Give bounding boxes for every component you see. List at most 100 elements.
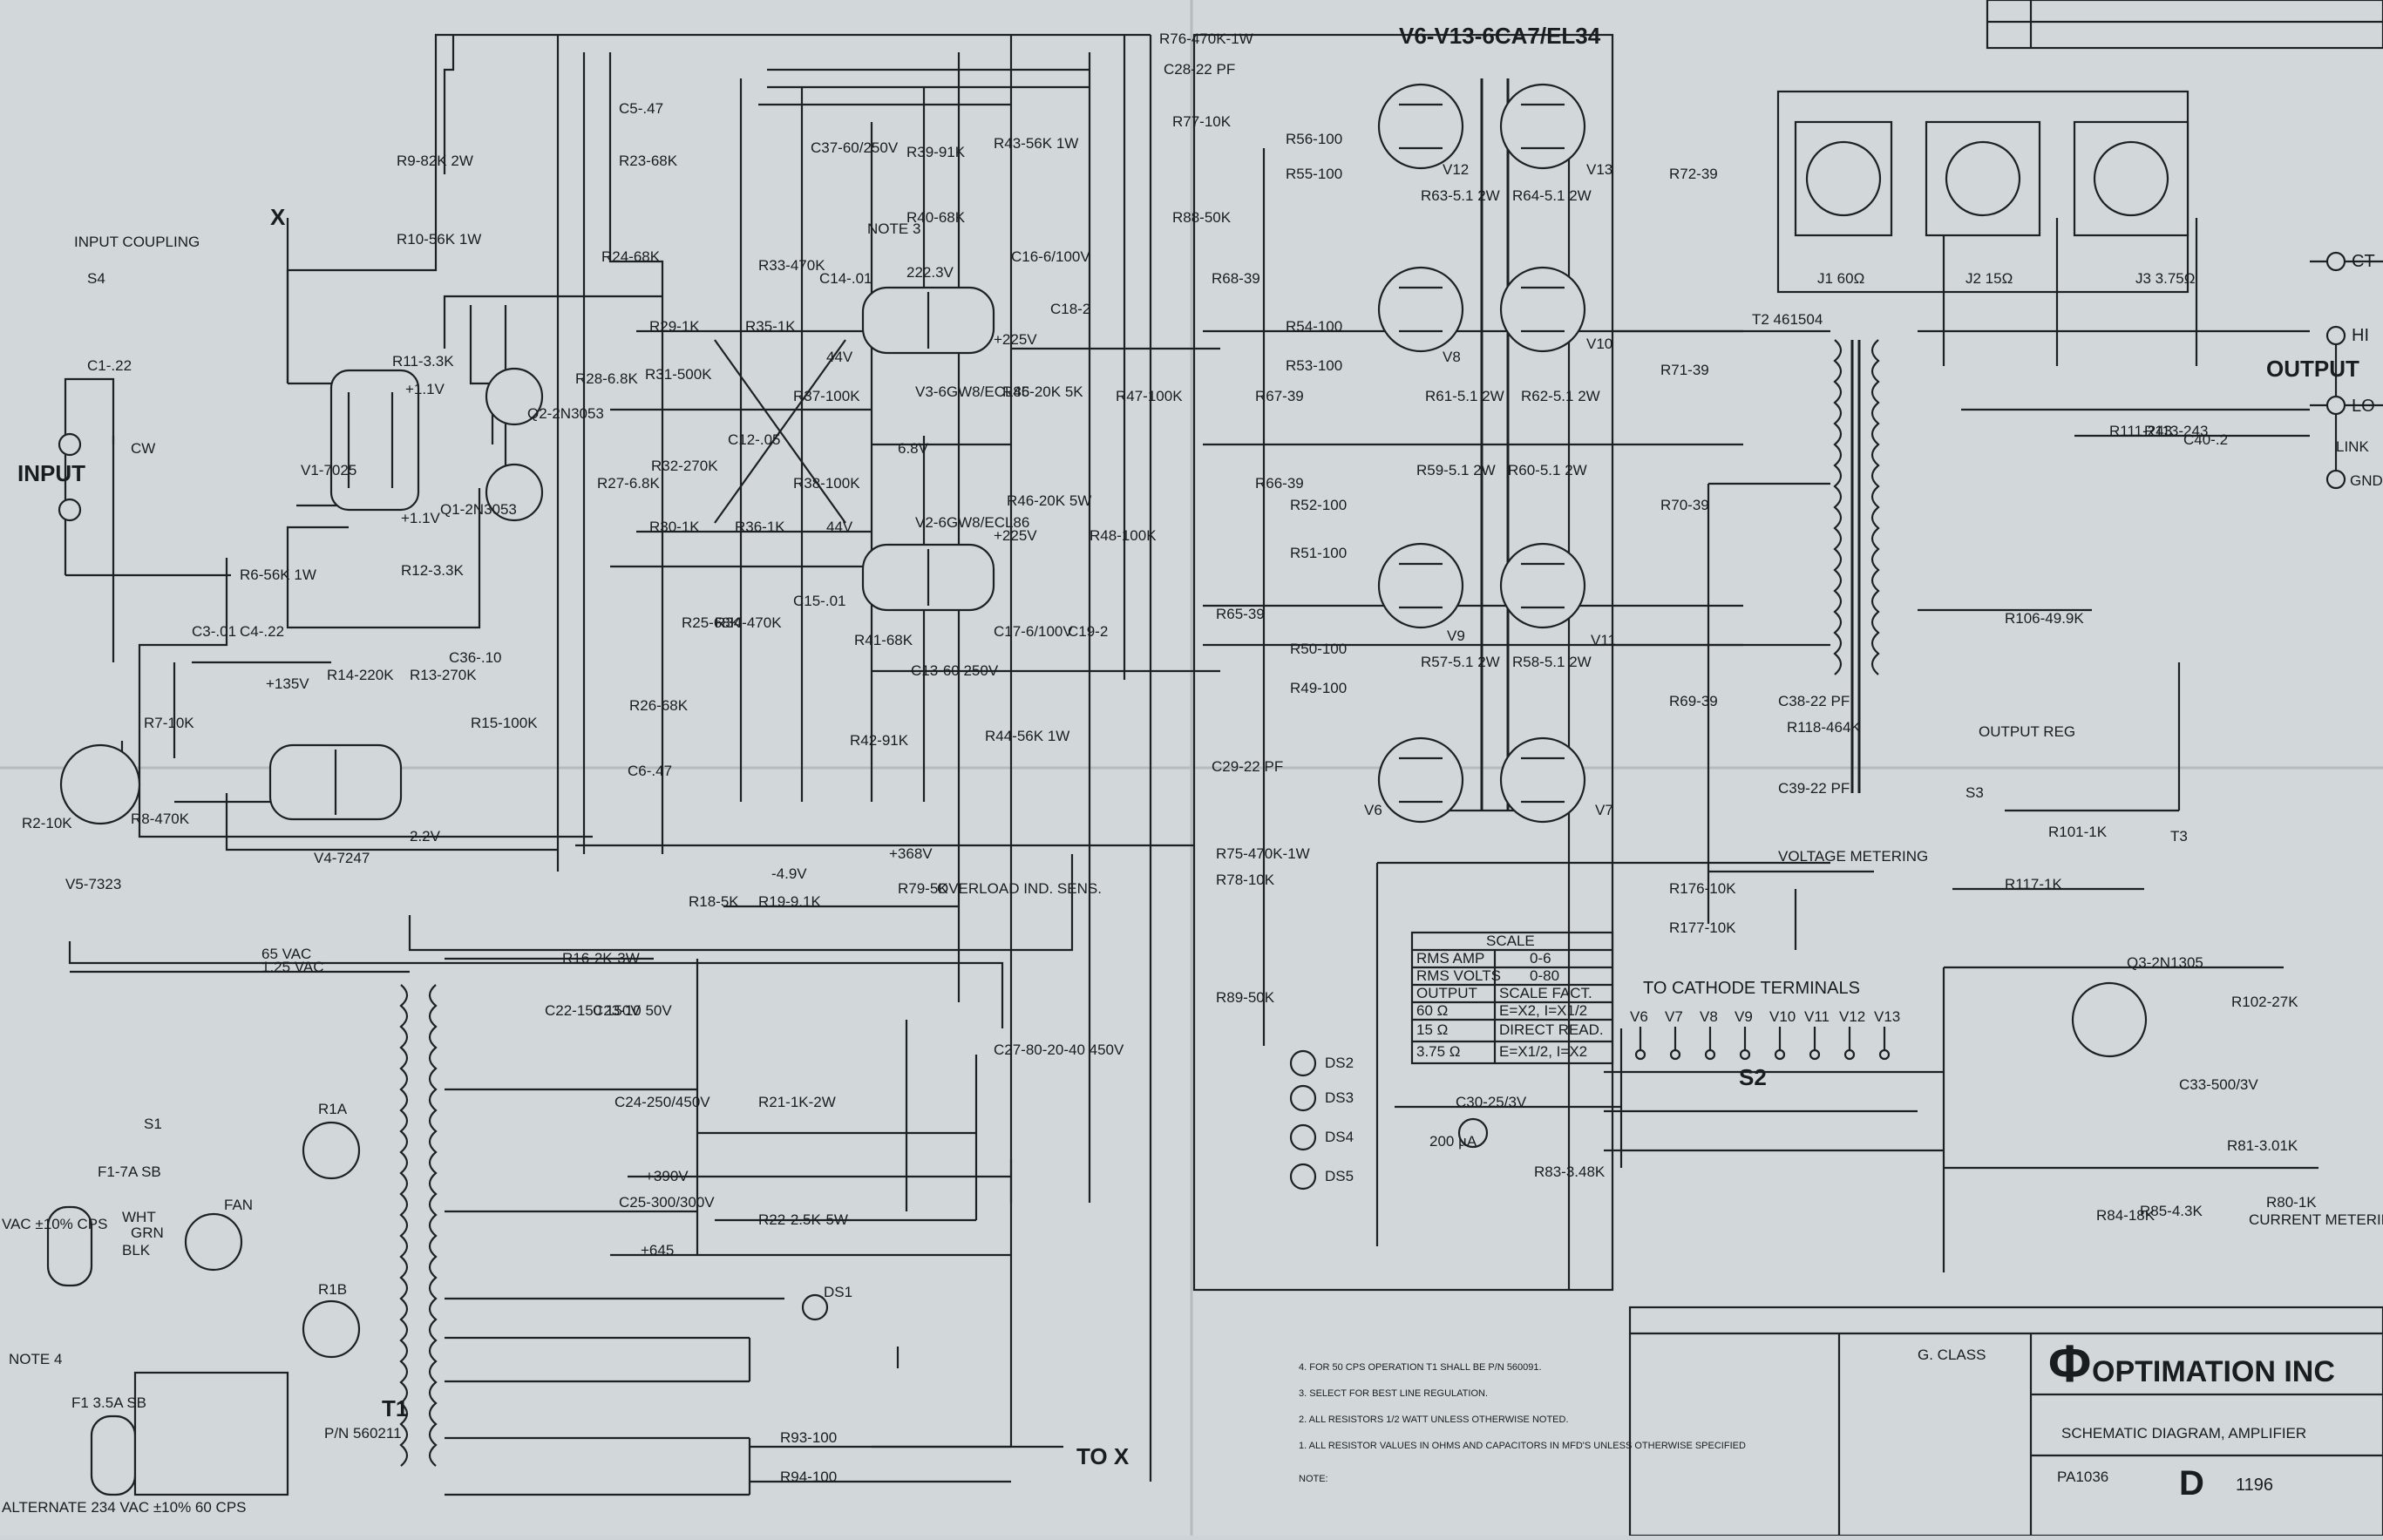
note-heading: NOTE: <box>1299 1474 1328 1484</box>
cathode-terminal-dot <box>1704 1048 1716 1061</box>
component-r28: R28-6.8K <box>575 370 638 387</box>
component-v1: V1-7025 <box>301 462 356 478</box>
indicator-ds4: DS4 <box>1325 1129 1354 1145</box>
component-r70: R70-39 <box>1660 497 1709 513</box>
component-r11: R11-3.3K <box>392 353 454 370</box>
component-v10: V10 <box>1586 336 1612 352</box>
component-r55: R55-100 <box>1286 166 1342 182</box>
cathode-terminal-dot <box>1774 1048 1786 1061</box>
s4-label: S4 <box>87 270 105 287</box>
component-c13: C13-60 250V <box>911 662 999 679</box>
vac-alt-label: ALTERNATE 234 VAC ±10% 60 CPS <box>2 1499 247 1516</box>
scale-row-4-b: E=X2, I=X1/2 <box>1499 1002 1587 1019</box>
component-r8: R8-470K <box>131 811 190 827</box>
indicator-ds1: DS1 <box>824 1284 852 1300</box>
tube-V11 <box>1499 542 1586 629</box>
cathode-terminal-label: V7 <box>1665 1008 1683 1025</box>
voltage-label: 44V <box>826 349 853 365</box>
component-c27: C27-80-20-40 450V <box>994 1041 1124 1058</box>
indicator-ds5: DS5 <box>1325 1168 1354 1184</box>
meter-label: 200 µA <box>1429 1133 1477 1150</box>
component-v3: V3-6GW8/ECL86 <box>915 383 1029 400</box>
voltage-label: -4.9V <box>771 865 807 882</box>
component-r9: R9-82K 2W <box>397 153 473 169</box>
component-c39: C39-22 PF <box>1778 780 1850 797</box>
j2-label: J2 15Ω <box>1965 270 2013 287</box>
component-c15: C15-.01 <box>793 593 845 609</box>
component-r21: R21-1K-2W <box>758 1094 836 1110</box>
scale-row-6-b: E=X1/2, I=X2 <box>1499 1043 1587 1060</box>
component-c36: C36-.10 <box>449 649 501 666</box>
output-tubes <box>1377 83 1586 824</box>
component-r47: R47-100K <box>1116 388 1183 404</box>
tube-V10 <box>1499 266 1586 353</box>
component-r35: R35-1K <box>745 318 796 335</box>
component-v13: V13 <box>1586 161 1612 178</box>
component-r76: R76-470K-1W <box>1159 31 1253 47</box>
component-v7: V7 <box>1595 802 1613 818</box>
component-r40: R40-68K <box>906 209 966 226</box>
voltage-label: 6.8V <box>898 440 929 457</box>
component-c19: C19-2 <box>1068 623 1108 640</box>
scale-row-2-b: 0-80 <box>1530 967 1559 984</box>
component-r57: R57-5.1 2W <box>1421 654 1500 670</box>
drawn-by: G. CLASS <box>1918 1347 1986 1363</box>
component-r32: R32-270K <box>651 458 718 474</box>
component-r63: R63-5.1 2W <box>1421 187 1500 204</box>
ct-label: CT <box>2352 252 2375 271</box>
s1-label: S1 <box>144 1116 162 1132</box>
input-coupling-label: INPUT COUPLING <box>74 234 200 250</box>
lamp-DS5 <box>1289 1163 1317 1191</box>
cw-label: CW <box>131 440 155 457</box>
lo-label: LO <box>2352 397 2375 416</box>
terminal-hi <box>2325 325 2346 346</box>
component-r52: R52-100 <box>1290 497 1347 513</box>
component-r18: R18-5K <box>689 893 739 910</box>
link-label: LINK <box>2336 438 2369 455</box>
scale-row-3-b: SCALE FACT. <box>1499 985 1592 1001</box>
component-r39: R39-91K <box>906 144 966 160</box>
blk-label: BLK <box>122 1242 151 1258</box>
component-c30: C30-25/3V <box>1456 1094 1527 1110</box>
voltage-label: 65 VAC <box>261 946 311 962</box>
r1a-label: R1A <box>318 1101 348 1117</box>
lamp-DS3 <box>1289 1084 1317 1112</box>
tube-V8 <box>1377 266 1464 353</box>
component-r48: R48-100K <box>1090 527 1157 544</box>
component-c40: C40-.2 <box>2183 431 2228 448</box>
cathode-terminal-label: V9 <box>1735 1008 1753 1025</box>
j3-label: J3 3.75Ω <box>2135 270 2195 287</box>
component-r34: R34-470K <box>715 614 782 631</box>
cathode-terminal-label: V11 <box>1804 1008 1830 1025</box>
component-c25: C25-300/300V <box>619 1194 715 1211</box>
t3-label: T3 <box>2170 828 2188 845</box>
voltage-label: +225V <box>994 527 1037 544</box>
component-r67: R67-39 <box>1255 388 1304 404</box>
scale-title: SCALE <box>1486 933 1535 949</box>
wht-label: WHT <box>122 1209 156 1225</box>
component-r38: R38-100K <box>793 475 860 492</box>
scale-row-5-a: 15 Ω <box>1416 1021 1448 1038</box>
component-c38: C38-22 PF <box>1778 693 1850 709</box>
component-r12: R12-3.3K <box>401 562 464 579</box>
meter-icon <box>1457 1117 1489 1149</box>
component-r118: R118-464K <box>1787 719 1861 736</box>
scale-row-1-a: RMS AMP <box>1416 950 1484 967</box>
component-r101: R101-1K <box>2048 824 2108 840</box>
indicator-ds3: DS3 <box>1325 1089 1354 1106</box>
component-r37: R37-100K <box>793 388 860 404</box>
component-v2: V2-6GW8/ECL86 <box>915 514 1029 531</box>
component-r84: R84-18K <box>2096 1207 2156 1224</box>
tube-V12 <box>1377 83 1464 170</box>
cathode-terminal-label: V8 <box>1700 1008 1718 1025</box>
component-q1: Q1-2N3053 <box>440 501 517 518</box>
scale-row-4-a: 60 Ω <box>1416 1002 1448 1019</box>
component-r94: R94-100 <box>780 1469 837 1485</box>
note-2: 2. ALL RESISTORS 1/2 WATT UNLESS OTHERWI… <box>1299 1414 1569 1425</box>
scale-row-3-a: OUTPUT <box>1416 985 1477 1001</box>
component-r15: R15-100K <box>471 715 538 731</box>
component-r53: R53-100 <box>1286 357 1342 374</box>
indicator-ds2: DS2 <box>1325 1055 1354 1071</box>
